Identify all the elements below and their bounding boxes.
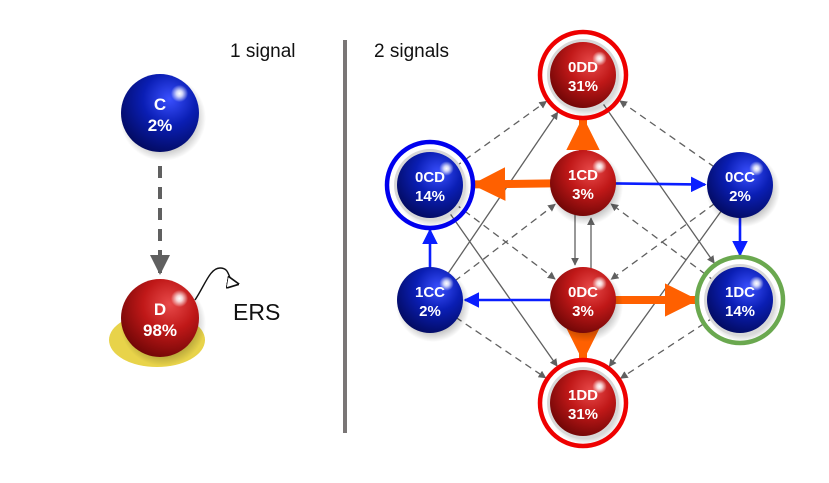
node-label: 0DC — [568, 284, 598, 301]
node-C: C 2% — [120, 74, 206, 161]
node-label: 1DC — [725, 284, 755, 301]
node-highlight — [592, 276, 607, 291]
edge-0CD-to-0DC — [454, 203, 556, 280]
edge-1CD-to-0CD — [471, 167, 553, 201]
node-ring-red — [537, 29, 629, 121]
two-signals-nodes: 0DD31%0CD14%1CD3%0CC2%1CC2%0DC3%1DC14%1D… — [384, 29, 786, 449]
node-highlight — [592, 51, 607, 66]
edge-0CC-to-1DD — [608, 209, 723, 368]
ers-arrow — [194, 267, 238, 301]
node-value: 14% — [415, 188, 445, 205]
node-label: 1CD — [568, 167, 598, 184]
node-value: 14% — [725, 303, 755, 320]
node-label: 1DD — [568, 387, 598, 404]
node-label: 0CC — [725, 169, 755, 186]
node-value: 2% — [419, 303, 441, 320]
edge-1CD-to-0CC — [613, 176, 707, 193]
node-label: 1CC — [415, 284, 445, 301]
node-value: 3% — [572, 303, 594, 320]
node-highlight — [170, 84, 189, 103]
edge-0CD-to-1DD — [447, 210, 558, 367]
node-label: D — [154, 300, 166, 319]
node-ring-red — [537, 357, 629, 449]
edge-0CC-to-0DD — [619, 100, 715, 168]
panel-title-2-signals: 2 signals — [374, 41, 449, 62]
node-highlight — [592, 159, 607, 174]
node-label: C — [154, 95, 166, 114]
edge-1CC-to-1DD — [455, 316, 547, 379]
node-value: 2% — [148, 116, 173, 135]
panel-title-1-signal: 1 signal — [230, 41, 296, 62]
node-label: 0DD — [568, 59, 598, 76]
node-value: 31% — [568, 406, 598, 423]
one-signal-nodes: C 2% D 98% — [120, 74, 206, 366]
node-value: 31% — [568, 78, 598, 95]
edge-0DD-to-1DC — [600, 100, 715, 264]
node-highlight — [749, 276, 764, 291]
node-D: D 98% — [120, 279, 206, 366]
edge-1CC-to-1CD — [454, 203, 556, 282]
node-value: 2% — [729, 188, 751, 205]
node-label: 0CD — [415, 169, 445, 186]
ers-label: ERS — [233, 299, 280, 325]
node-highlight — [592, 379, 607, 394]
node-ring-blue — [384, 139, 476, 231]
edge-0CD-to-0DD — [454, 100, 548, 168]
edge-1DC-to-1CD — [610, 203, 716, 282]
node-highlight — [170, 289, 189, 308]
node-highlight — [439, 276, 454, 291]
node-value: 3% — [572, 186, 594, 203]
node-highlight — [749, 161, 764, 176]
node-highlight — [439, 161, 454, 176]
edge-1DC-to-1DD — [619, 316, 715, 379]
node-ring-green — [694, 254, 786, 346]
edge-0CC-to-0DC — [610, 202, 716, 280]
node-value: 98% — [143, 321, 177, 340]
